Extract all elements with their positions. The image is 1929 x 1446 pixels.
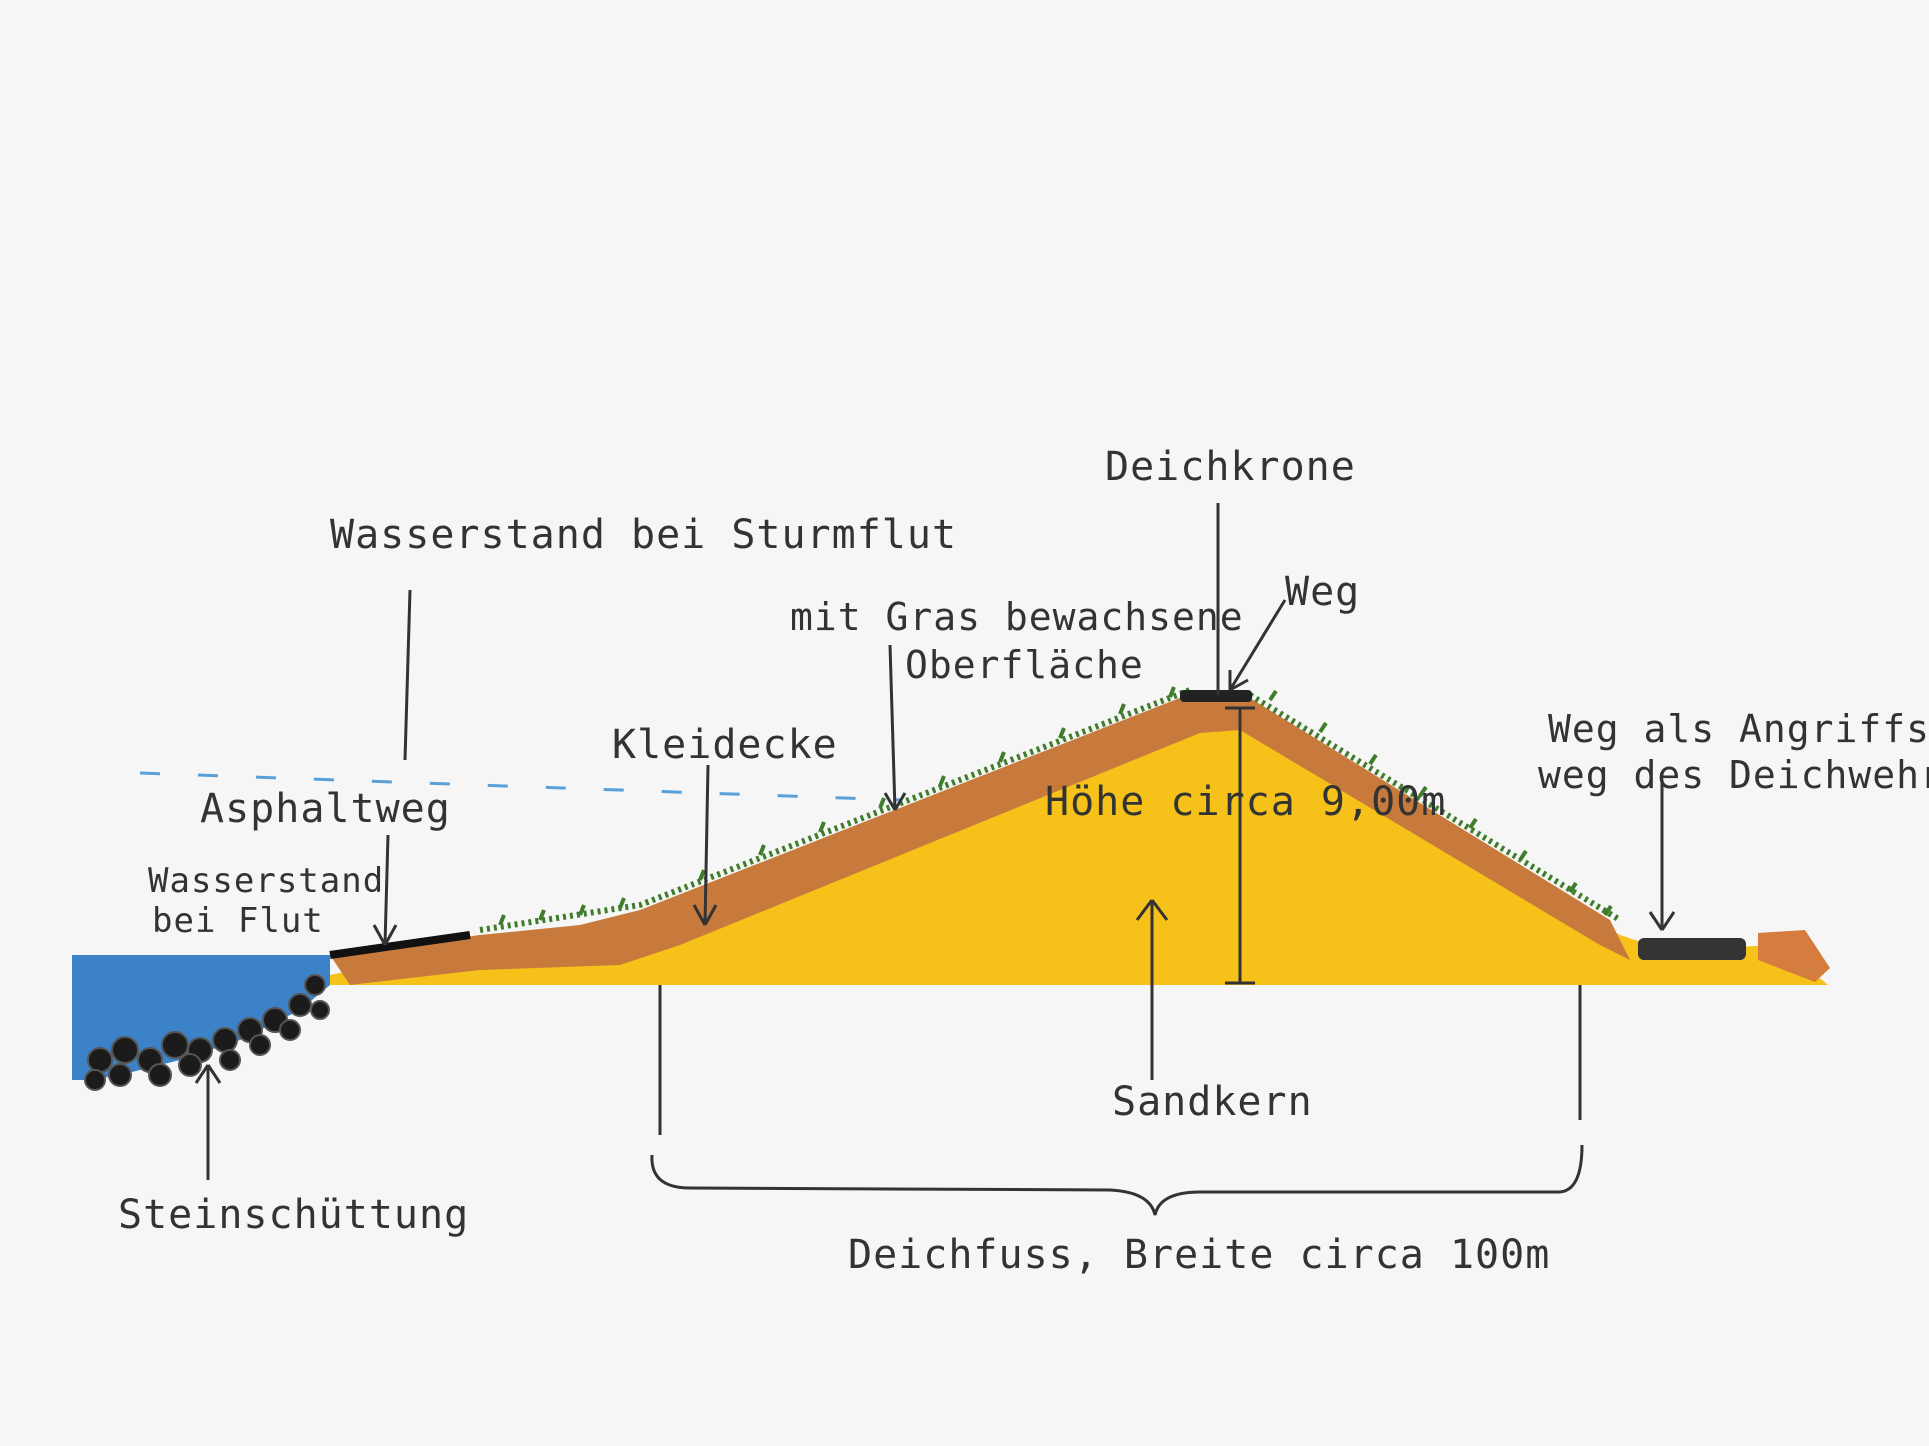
clay-cover	[330, 692, 1630, 985]
angriffsweg-label-line1: Weg als Angriffs-	[1548, 707, 1929, 751]
storm-flood-leader	[403, 589, 412, 761]
clay-patch-right	[1758, 930, 1830, 982]
weg-top-label: Weg	[1285, 569, 1360, 615]
asphalt-path	[329, 931, 471, 959]
kleidecke-arrow	[692, 764, 718, 926]
angriffsweg-label-line2: weg des Deichwehr	[1538, 753, 1929, 797]
asphaltweg-label: Asphaltweg	[200, 786, 451, 832]
sandkern-label: Sandkern	[1112, 1079, 1313, 1125]
grass-leader	[883, 644, 907, 811]
flood-level-label-line1: Wasserstand	[148, 861, 384, 901]
steinschuettung-arrow	[194, 1064, 222, 1180]
annotation-lines	[194, 503, 1676, 1216]
storm-flood-water-line	[139, 771, 901, 802]
weg-top-arrow	[1228, 599, 1287, 692]
grass-surface	[479, 687, 1622, 933]
deichfuss-brace	[650, 1144, 1584, 1216]
grass-label-line1: mit Gras bewachsene	[790, 595, 1244, 639]
steinschuettung-label: Steinschüttung	[118, 1192, 469, 1238]
grass-surface-tufts	[498, 686, 1613, 926]
storm-flood-label: Wasserstand bei Sturmflut	[330, 512, 957, 558]
crown-path	[1180, 690, 1252, 702]
asphalt-arrow	[372, 834, 398, 946]
height-label: Höhe circa 9,00m	[1045, 779, 1446, 825]
grass-label-line2: Oberfläche	[905, 643, 1144, 687]
stone-fill	[84, 974, 330, 1091]
deichfuss-label: Deichfuss, Breite circa 100m	[848, 1232, 1550, 1278]
deichkrone-label: Deichkrone	[1105, 444, 1356, 490]
angriffsweg-arrow	[1648, 780, 1676, 931]
flood-level-label-line2: bei Flut	[152, 901, 324, 941]
height-line	[1225, 706, 1255, 985]
kleidecke-label: Kleidecke	[612, 722, 838, 768]
foot-path	[1638, 938, 1746, 960]
sandkern-arrow	[1135, 899, 1169, 1080]
